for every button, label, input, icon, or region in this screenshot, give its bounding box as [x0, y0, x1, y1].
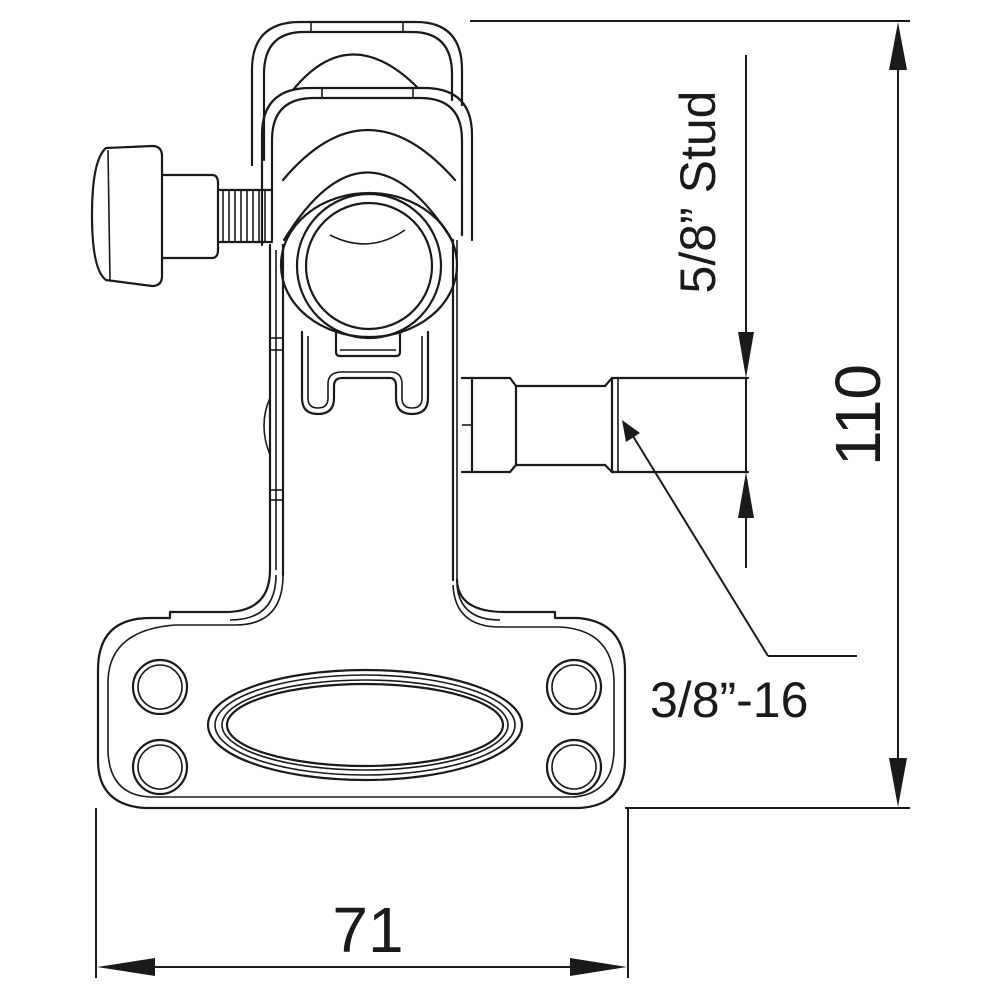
clamp-housing	[250, 20, 464, 167]
thumb-screw[interactable]	[90, 144, 274, 288]
bracket-post	[263, 238, 458, 582]
screw-thread	[216, 188, 274, 244]
knob	[90, 144, 164, 288]
thread-callout: 3/8”-16	[622, 420, 857, 728]
mount-hole-bottom-left	[131, 738, 189, 796]
side-stud	[460, 376, 750, 474]
arrow-down-icon	[889, 758, 907, 807]
mount-hole-bottom-right	[545, 738, 603, 796]
collar-ring	[295, 192, 443, 340]
width-value: 71	[332, 894, 403, 966]
mount-hole-top-left	[131, 658, 189, 716]
arrow-down-icon	[738, 332, 754, 378]
width-dimension: 71	[95, 808, 629, 978]
collar-bore	[304, 201, 434, 331]
leader-arrow-icon	[622, 420, 640, 442]
base-plate	[96, 568, 627, 810]
arrow-left-icon	[97, 958, 155, 976]
height-value: 110	[822, 364, 894, 466]
stud-label: 5/8” Stud	[670, 91, 726, 294]
stud-dimension: 5/8” Stud	[670, 55, 754, 568]
arrow-right-icon	[570, 958, 627, 976]
arrow-up-icon	[889, 22, 907, 70]
height-dimension: 110	[470, 20, 910, 809]
collar-outer-ring	[279, 191, 459, 339]
arrow-up-icon	[738, 472, 754, 518]
screw-shank	[160, 173, 220, 260]
oval-slot-outer	[206, 668, 524, 782]
mount-hole-top-right	[545, 658, 603, 716]
thread-label: 3/8”-16	[650, 672, 808, 728]
h-slot	[300, 330, 430, 416]
oval-slot	[225, 682, 505, 768]
clamp-collar	[260, 86, 474, 340]
